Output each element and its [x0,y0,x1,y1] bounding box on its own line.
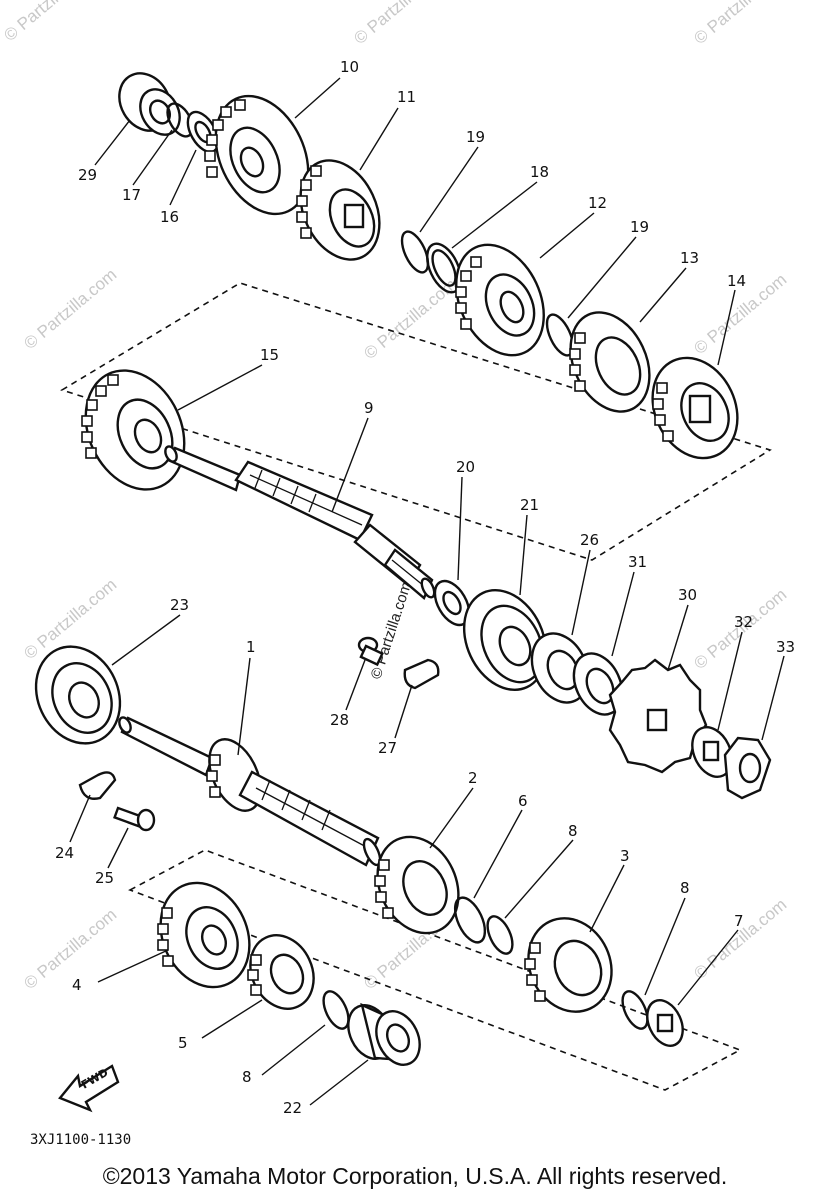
part-11-gear [296,159,381,261]
part-10-gear [204,94,310,216]
watermark: © Partzilla.com [20,265,120,353]
part-14-gear [651,356,739,460]
callout-19: 19 [630,218,649,236]
part-8-circlip [486,915,514,955]
part-5-gear [247,934,315,1010]
callout-3: 3 [620,847,630,865]
part-9-main-shaft [164,445,436,600]
callout-29: 29 [78,166,97,184]
part-7-washer [646,999,684,1047]
callout-26: 26 [580,531,599,549]
callout-4: 4 [72,976,82,994]
callout-8: 8 [242,1068,252,1086]
callout-23: 23 [170,596,189,614]
part-8-circlip [621,990,649,1030]
callout-8: 8 [568,822,578,840]
callout-20: 20 [456,458,475,476]
part-29-bearing [118,72,181,136]
callout-19: 19 [466,128,485,146]
callout-10: 10 [340,58,359,76]
diagram-code: 3XJ1100-1130 [30,1132,131,1148]
callout-1: 1 [246,638,256,656]
callout-25: 25 [95,869,114,887]
callout-24: 24 [55,844,74,862]
callout-27: 27 [378,739,397,757]
callout-13: 13 [680,249,699,267]
callout-17: 17 [122,186,141,204]
part-30-sprocket [608,658,708,774]
watermark: © Partzilla.com [350,0,450,48]
part-24-stopper [78,771,117,800]
callout-8: 8 [680,879,690,897]
watermark: © Partzilla.com [0,0,100,45]
fwd-arrow-icon: FWD [58,1064,120,1113]
watermark: © Partzilla.com [360,275,460,363]
part-13-gear [569,311,651,413]
part-2-gear [374,835,460,935]
part-28-bolt [357,636,384,667]
lower-assembly-outline [128,849,742,1091]
part-6-washer [453,896,487,944]
callout-32: 32 [734,613,753,631]
part-12-gear [455,243,545,357]
callout-30: 30 [678,586,697,604]
callout-33: 33 [776,638,795,656]
callout-18: 18 [530,163,549,181]
part-23-bearing [34,645,122,745]
callout-12: 12 [588,194,607,212]
watermark: © Partzilla.com [690,0,790,48]
callout-22: 22 [283,1099,302,1117]
callout-15: 15 [260,346,279,364]
part-19-circlip [400,230,430,274]
part-15-gear [81,369,186,491]
callout-14: 14 [727,272,746,290]
callout-28: 28 [330,711,349,729]
leader-lines [69,77,785,1106]
callout-6: 6 [518,792,528,810]
callout-16: 16 [160,208,179,226]
callout-5: 5 [178,1034,188,1052]
callout-labels: 29 17 16 10 11 19 18 12 19 13 14 15 9 20… [55,58,795,1117]
part-22-bearing [347,1002,421,1066]
part-33-nut [723,736,772,800]
watermark: © Partzilla.com [20,905,120,993]
callout-11: 11 [397,88,416,106]
callout-9: 9 [364,399,374,417]
part-1-drive-axle [118,716,382,867]
part-25-bolt [113,806,156,832]
part-32-lock-washer [691,726,733,778]
callout-7: 7 [734,912,744,930]
callout-31: 31 [628,553,647,571]
part-27-stopper-plate [403,658,440,690]
callout-2: 2 [468,769,478,787]
watermark: © Partzilla.com [368,580,415,681]
upper-assembly-outline [60,282,772,561]
part-4-gear [157,881,251,989]
copyright-notice: ©2013 Yamaha Motor Corporation, U.S.A. A… [102,1163,728,1189]
part-18-washer [426,242,462,294]
part-8-circlip [322,990,350,1030]
callout-21: 21 [520,496,539,514]
part-21-bearing [462,589,548,691]
part-3-gear [524,917,613,1013]
